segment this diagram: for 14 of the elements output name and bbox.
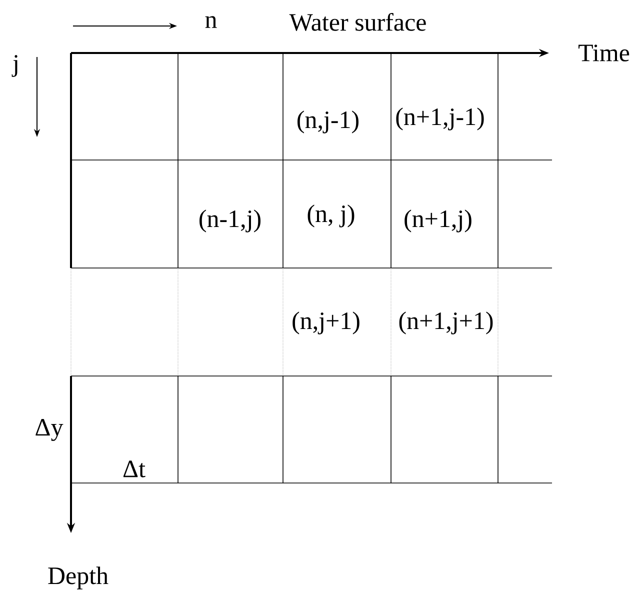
grid-point-label: (n-1,j) xyxy=(200,210,260,232)
axis-label: n xyxy=(205,16,217,28)
axis-label: Water surface xyxy=(289,13,426,31)
axis-label: Depth xyxy=(48,566,108,590)
grid-point-label: (n,j+1) xyxy=(292,312,360,334)
grid-point-label: (n+1,j+1) xyxy=(399,312,493,334)
grid-point-label: (n, j) xyxy=(308,204,354,228)
grid-point-label: (n+1,j) xyxy=(404,210,472,232)
grid-point-label: (n+1,j-1) xyxy=(396,108,484,130)
dimension-label: Δy xyxy=(36,419,64,441)
dimension-label: Δt xyxy=(123,460,146,478)
axis-label: j xyxy=(12,55,18,77)
axis-label: Time xyxy=(578,44,630,62)
grid-point-label: (n,j-1) xyxy=(298,110,358,134)
